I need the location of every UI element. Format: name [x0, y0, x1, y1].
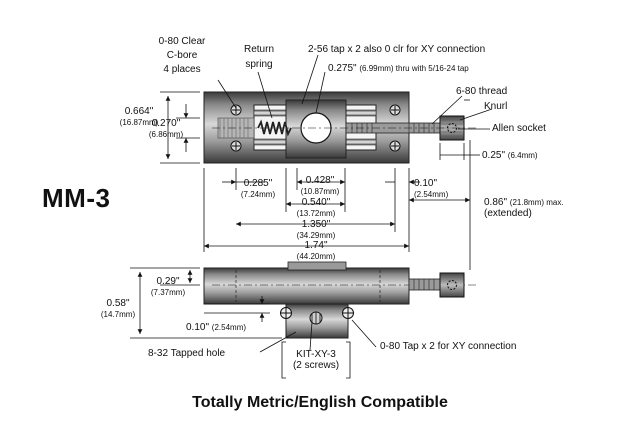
spring-label-1: Return	[243, 44, 274, 55]
thru-hole-label: 0.275" (6.99mm) thru with 5/16-24 tap	[328, 63, 469, 74]
return-spring	[257, 119, 292, 137]
footer-caption: Totally Metric/English Compatible	[192, 394, 448, 411]
leader-lines	[217, 54, 493, 379]
side-view	[203, 261, 476, 339]
dim-1-74: 1.74"(44.20mm)	[296, 240, 336, 261]
dim-0-10: 0.10"(2.54mm)	[414, 178, 449, 199]
dim-height-inner: 0.270"(6.86mm)	[148, 118, 184, 139]
cbore-label-1: 0-80 Clear	[158, 36, 206, 47]
side-body	[203, 267, 410, 305]
dim-knurl: 0.25" (6.4mm)	[482, 150, 538, 161]
dim-height-total: 0.664"(16.87mm)	[119, 106, 159, 127]
thread-label: 6-80 thread	[456, 86, 508, 97]
model-title: MM-3	[42, 183, 111, 213]
side-screws	[280, 307, 354, 319]
cbore-label-3: 4 places	[163, 64, 201, 75]
knurl-label: Knurl	[484, 101, 508, 112]
side-knurl-knob	[439, 272, 465, 298]
tap-top-label: 2-56 tap x 2 also 0 clr for XY connectio…	[308, 44, 486, 55]
dim-extended: 0.86" (21.8mm) max.(extended)	[484, 197, 564, 219]
allen-socket-label: Allen socket	[492, 123, 546, 134]
dimension-lines	[130, 91, 480, 339]
dim-0-285: 0.285"(7.24mm)	[240, 178, 276, 199]
spring-label-2: spring	[245, 59, 273, 70]
dim-1-350: 1.350"(34.29mm)	[296, 219, 336, 240]
top-view	[203, 91, 476, 164]
dim-0-540: 0.540"(13.72mm)	[296, 197, 336, 218]
cbore-label-2: C-bore	[166, 50, 198, 61]
side-top-plate	[287, 261, 347, 271]
dim-0-428: 0.428"(10.87mm)	[300, 175, 340, 196]
dim-side-0-29: 0.29"(7.37mm)	[150, 276, 186, 297]
tapped-hole-label: 8-32 Tapped hole	[148, 348, 226, 359]
dim-side-0-58: 0.58"(14.7mm)	[100, 298, 136, 319]
kit-label-2: (2 screws)	[292, 360, 340, 371]
tap-bottom-label: 0-80 Tap x 2 for XY connection	[380, 341, 517, 352]
dim-side-0-10: 0.10" (2.54mm)	[186, 322, 247, 333]
cbore-screws	[230, 104, 401, 152]
kit-label-1: KIT-XY-3	[296, 349, 336, 360]
